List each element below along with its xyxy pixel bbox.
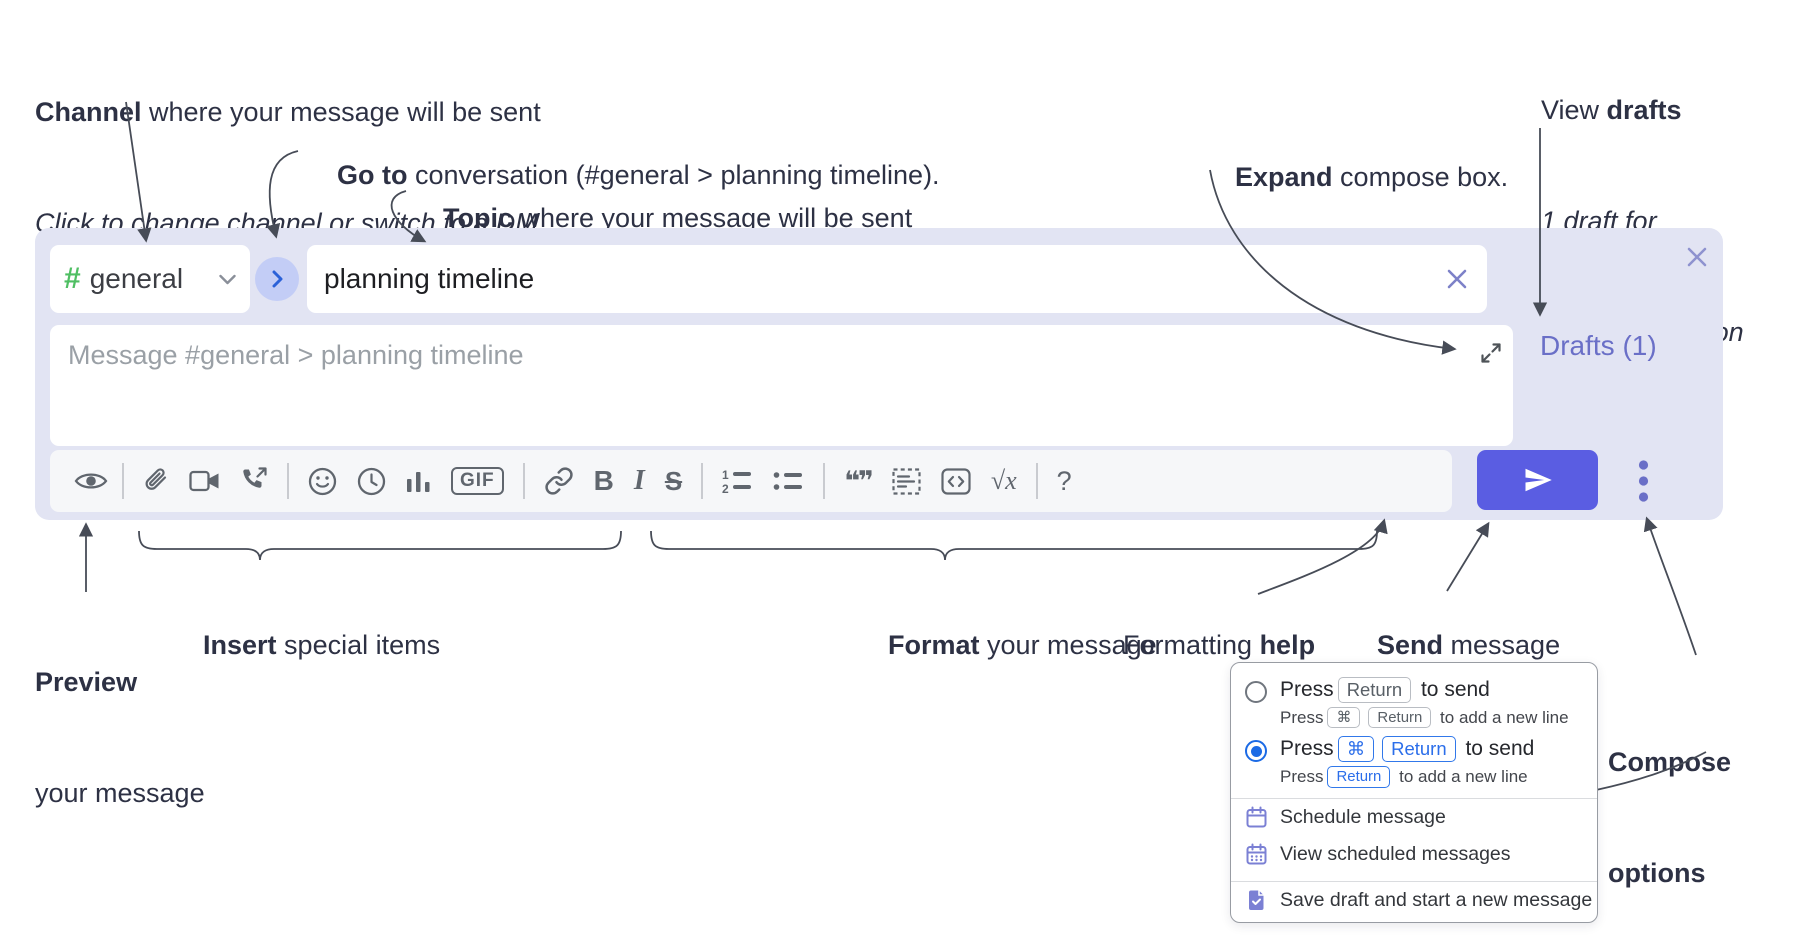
menu-divider: [1231, 797, 1597, 799]
bulleted-list-icon[interactable]: [773, 468, 804, 494]
chevron-down-icon: [219, 274, 236, 284]
strikethrough-icon[interactable]: S: [664, 465, 683, 496]
expand-annotation: Expand compose box.: [1235, 162, 1509, 192]
channel-name: general: [89, 263, 184, 294]
paper-plane-icon: [1525, 468, 1552, 492]
global-time-icon[interactable]: [357, 467, 386, 496]
formatting-help-icon[interactable]: ?: [1056, 465, 1072, 496]
video-call-icon[interactable]: [189, 470, 220, 492]
insert-annotation: Insert special items: [203, 630, 441, 660]
message-input[interactable]: Message #general > planning timeline: [50, 325, 1513, 446]
preview-eye-icon[interactable]: [74, 468, 108, 494]
attach-file-icon[interactable]: [143, 467, 169, 495]
code-icon[interactable]: [941, 467, 971, 495]
go-to-conversation-button[interactable]: [255, 257, 299, 301]
send-button[interactable]: [1477, 450, 1598, 510]
menu-item-schedule-message[interactable]: Schedule message: [1231, 799, 1597, 836]
compose-box: # general planning timeline: [35, 228, 1723, 520]
compose-options-button[interactable]: [1623, 454, 1663, 508]
menu-item-view-scheduled[interactable]: View scheduled messages: [1231, 836, 1597, 873]
formatting-help-annotation: Formatting help: [1123, 630, 1316, 660]
poll-icon[interactable]: [406, 468, 431, 494]
math-icon[interactable]: √x: [990, 466, 1017, 495]
toolbar-divider: [823, 463, 826, 499]
spoiler-icon[interactable]: [892, 467, 921, 495]
radio-unselected-icon[interactable]: [1245, 681, 1267, 703]
preview-annotation: Preview your message: [35, 667, 205, 808]
expand-compose-icon[interactable]: [1480, 342, 1502, 364]
calendar-grid-icon: [1246, 843, 1267, 865]
chevron-right-icon: [272, 270, 282, 288]
saved-draft-icon: [1249, 890, 1264, 910]
channel-annotation-line1: Channel where your message will be sent: [35, 97, 541, 127]
close-compose-button[interactable]: [1683, 243, 1711, 271]
add-emoji-icon[interactable]: [308, 467, 337, 496]
svg-text:1: 1: [722, 468, 729, 482]
svg-text:2: 2: [722, 482, 729, 494]
message-placeholder: Message #general > planning timeline: [68, 340, 524, 370]
channel-picker[interactable]: # general: [50, 245, 250, 313]
toolbar-divider: [701, 463, 704, 499]
close-icon: [1447, 269, 1467, 289]
toolbar-divider: [287, 463, 289, 499]
toolbar-divider: [122, 463, 124, 499]
gif-icon[interactable]: GIF: [451, 467, 504, 495]
link-icon[interactable]: [544, 466, 574, 496]
italic-icon[interactable]: I: [633, 465, 645, 496]
calendar-icon: [1246, 806, 1267, 828]
drafts-link[interactable]: Drafts (1): [1540, 330, 1657, 361]
vertical-dots-icon: [1638, 460, 1648, 502]
quote-icon[interactable]: ❝❞: [844, 465, 874, 496]
bold-icon[interactable]: B: [593, 465, 614, 496]
expand-diagonal-icon: [1481, 343, 1501, 363]
menu-item-save-draft[interactable]: Save draft and start a new message: [1231, 882, 1597, 922]
topic-value: planning timeline: [324, 263, 535, 294]
send-annotation: Send message: [1377, 630, 1561, 660]
menu-divider: [1231, 880, 1597, 882]
toolbar-divider: [1035, 463, 1038, 499]
toolbar-divider: [522, 463, 525, 499]
view-drafts-line1: View drafts: [1541, 95, 1682, 125]
close-icon: [1687, 247, 1707, 267]
radio-selected-icon[interactable]: [1245, 740, 1267, 763]
clear-topic-button[interactable]: [1444, 266, 1470, 292]
topic-input[interactable]: planning timeline: [307, 245, 1487, 313]
format-annotation: Format your message: [888, 630, 1157, 660]
compose-options-annotation: Compose options menu: [1608, 747, 1732, 888]
goto-annotation: Go to conversation (#general > planning …: [337, 160, 940, 190]
channel-hash-icon: #: [64, 262, 81, 295]
voice-call-icon[interactable]: [240, 467, 268, 495]
